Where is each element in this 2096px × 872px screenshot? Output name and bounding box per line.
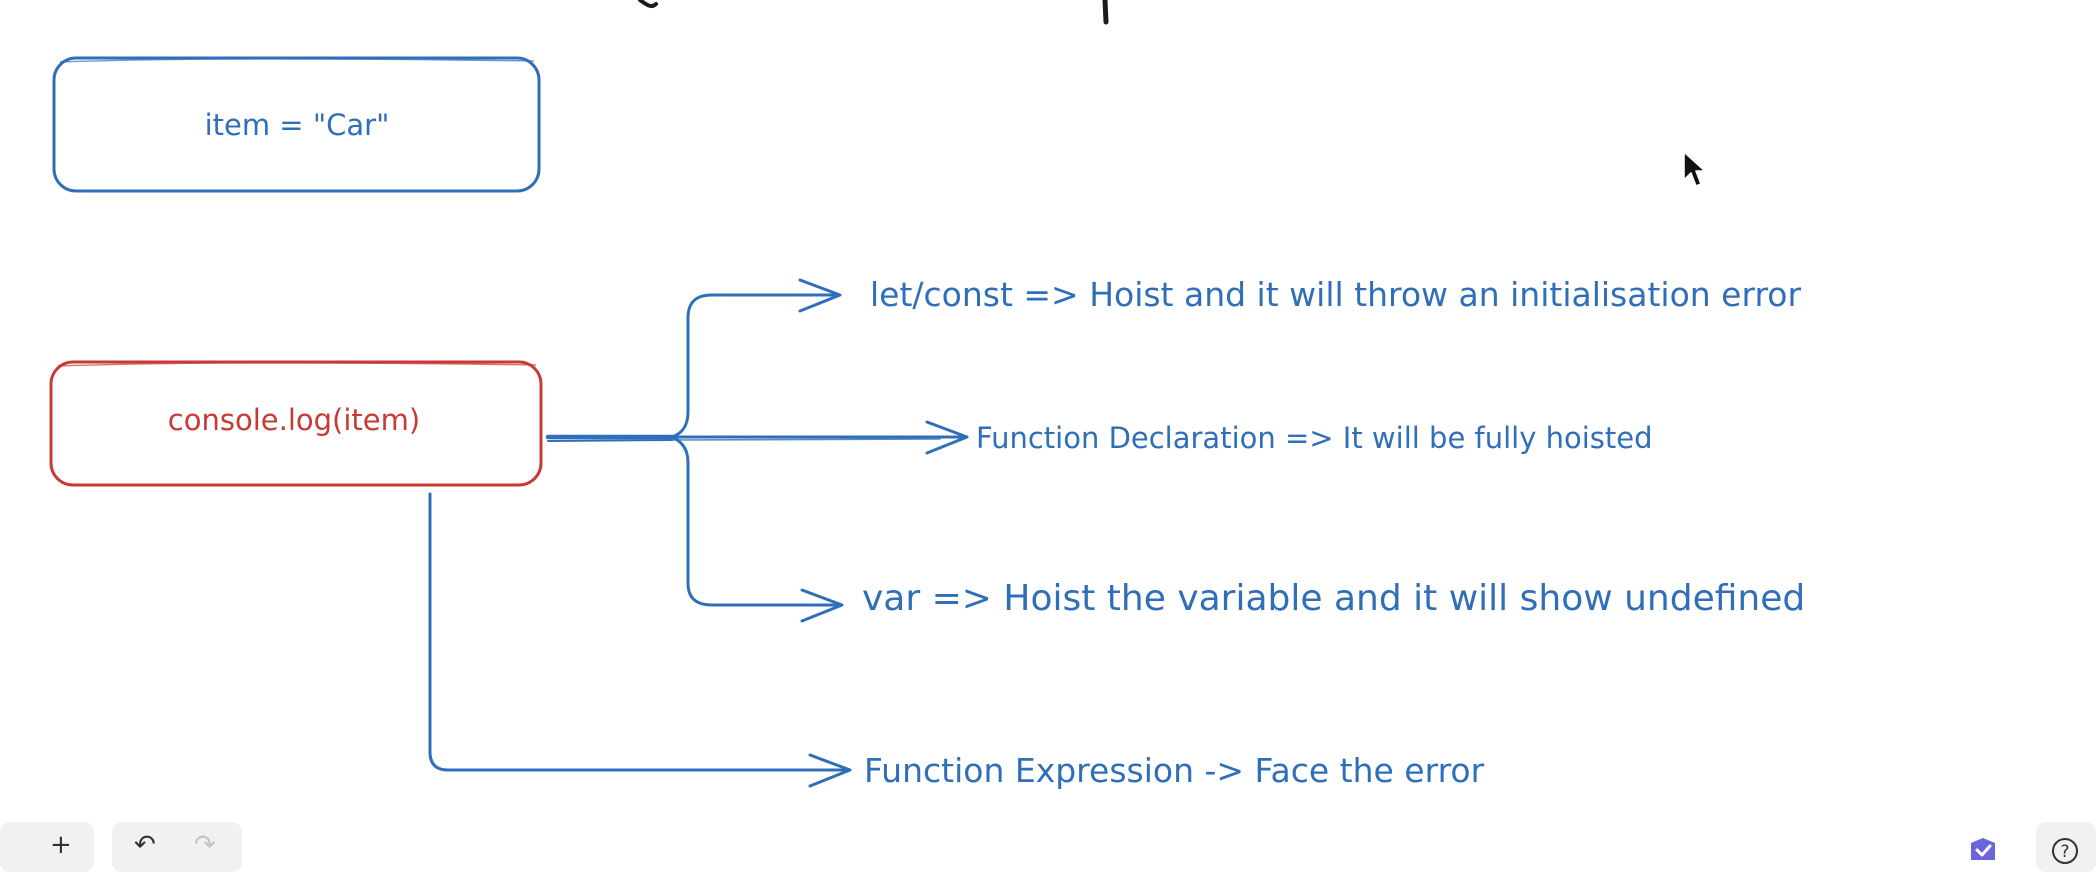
item-node[interactable]: item = "Car" (52, 56, 541, 193)
arrow-func-decl (670, 420, 969, 455)
help-icon: ? (2052, 838, 2078, 864)
title-fragment (1102, 0, 1109, 25)
shield-check-icon[interactable] (1968, 836, 1998, 860)
item-node-label: item = "Car" (205, 108, 390, 142)
console-node[interactable]: console.log(item) (49, 360, 543, 487)
label-let-const: let/const => Hoist and it will throw an … (870, 275, 1801, 314)
console-node-label: console.log(item) (168, 403, 420, 437)
trunk-connector-2 (547, 439, 673, 442)
help-button[interactable]: ? (2036, 822, 2096, 872)
undo-icon[interactable]: ↶ (134, 830, 156, 860)
title-fragment-2 (638, 0, 658, 9)
label-func-expr: Function Expression -> Face the error (864, 751, 1485, 790)
label-func-decl: Function Declaration => It will be fully… (976, 421, 1653, 455)
arrow-var (670, 435, 844, 623)
add-icon[interactable]: + (50, 830, 72, 860)
help-glyph: ? (2060, 842, 2069, 862)
zoom-toolbar: + (0, 822, 94, 872)
redo-icon[interactable]: ↷ (194, 830, 216, 860)
history-toolbar: ↶ ↷ (112, 822, 242, 872)
cursor-icon (1683, 151, 1706, 187)
arrow-let-const (670, 278, 842, 439)
arrow-func-expr (428, 492, 852, 788)
label-var: var => Hoist the variable and it will sh… (862, 578, 1805, 619)
